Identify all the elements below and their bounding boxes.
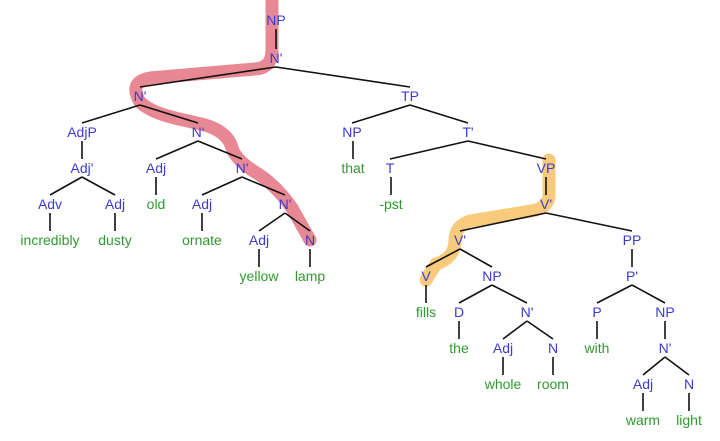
tree-edge bbox=[201, 176, 243, 196]
tree-edge bbox=[526, 320, 554, 340]
tree-edge bbox=[491, 284, 528, 304]
category-node: N' bbox=[134, 88, 147, 104]
tree-edge bbox=[81, 176, 116, 196]
category-node: N' bbox=[236, 160, 249, 176]
category-node: P' bbox=[626, 268, 638, 284]
word-leaf: incredibly bbox=[20, 232, 79, 248]
word-leaf: with bbox=[584, 340, 610, 356]
category-node: D bbox=[454, 304, 464, 320]
word-leaf: fills bbox=[416, 304, 436, 320]
category-node: N' bbox=[270, 50, 283, 66]
category-node: V' bbox=[454, 232, 466, 248]
category-node: N' bbox=[192, 124, 205, 140]
category-node: Adv bbox=[38, 196, 62, 212]
tree-edge bbox=[197, 140, 243, 160]
tree-edge bbox=[409, 104, 469, 124]
category-node: N bbox=[548, 340, 558, 356]
word-leaf: warm bbox=[625, 412, 660, 428]
category-node: T bbox=[386, 160, 395, 176]
tree-edge bbox=[596, 284, 633, 304]
tree-edge bbox=[664, 356, 690, 376]
tree-edge bbox=[139, 104, 199, 124]
word-leaf: the bbox=[449, 340, 469, 356]
category-node: Adj bbox=[493, 340, 513, 356]
word-leaf: light bbox=[676, 412, 702, 428]
category-node: V' bbox=[540, 196, 552, 212]
tree-edge bbox=[241, 176, 286, 196]
category-node: N' bbox=[279, 196, 292, 212]
word-leaf: ornate bbox=[182, 232, 222, 248]
word-leaf: whole bbox=[484, 376, 522, 392]
category-node: T' bbox=[462, 124, 473, 140]
category-node: Adj bbox=[105, 196, 125, 212]
category-node: NP bbox=[482, 268, 501, 284]
category-node: TP bbox=[401, 88, 419, 104]
head-path-vp-highlight bbox=[419, 153, 556, 287]
tree-edge bbox=[502, 320, 528, 340]
category-node: N bbox=[684, 376, 694, 392]
head-path-np-highlight bbox=[129, 0, 317, 247]
tree-edge bbox=[81, 104, 141, 124]
category-node: NP bbox=[342, 124, 361, 140]
highlight-layer bbox=[129, 0, 556, 287]
category-node: NP bbox=[655, 304, 674, 320]
word-leaf: that bbox=[341, 160, 364, 176]
word-leaf: dusty bbox=[98, 232, 131, 248]
category-node: Adj bbox=[146, 160, 166, 176]
category-node: P bbox=[592, 304, 601, 320]
tree-edge bbox=[139, 66, 277, 88]
word-leaf: room bbox=[537, 376, 569, 392]
category-node: Adj bbox=[249, 232, 269, 248]
category-node: AdjP bbox=[67, 124, 97, 140]
category-node: N' bbox=[659, 340, 672, 356]
word-leaf: old bbox=[147, 196, 166, 212]
category-node: Adj' bbox=[71, 160, 94, 176]
tree-edge bbox=[284, 212, 311, 232]
category-node: NP bbox=[266, 12, 285, 28]
tree-edge bbox=[631, 284, 666, 304]
tree-edge bbox=[467, 140, 547, 160]
tree-edge bbox=[155, 140, 199, 160]
tree-edge bbox=[275, 66, 411, 88]
tree-edge bbox=[49, 176, 83, 196]
tree-edge bbox=[642, 356, 666, 376]
tree-edge bbox=[458, 284, 493, 304]
tree-edge bbox=[545, 212, 633, 232]
word-leaf: yellow bbox=[240, 268, 280, 284]
category-node: PP bbox=[623, 232, 642, 248]
category-node: Adj bbox=[192, 196, 212, 212]
category-node: N' bbox=[521, 304, 534, 320]
tree-edge bbox=[459, 248, 493, 268]
category-node: V bbox=[421, 268, 431, 284]
tree-edge bbox=[459, 212, 547, 232]
tree-edge bbox=[389, 140, 469, 160]
edge-layer bbox=[49, 29, 690, 411]
tree-edge bbox=[258, 212, 286, 232]
word-leaf: lamp bbox=[295, 268, 326, 284]
category-node: N bbox=[305, 232, 315, 248]
tree-edge bbox=[351, 104, 411, 124]
category-node: Adj bbox=[633, 376, 653, 392]
word-leaf: -pst bbox=[379, 196, 402, 212]
category-node: VP bbox=[537, 160, 556, 176]
tree-edge bbox=[425, 248, 461, 268]
